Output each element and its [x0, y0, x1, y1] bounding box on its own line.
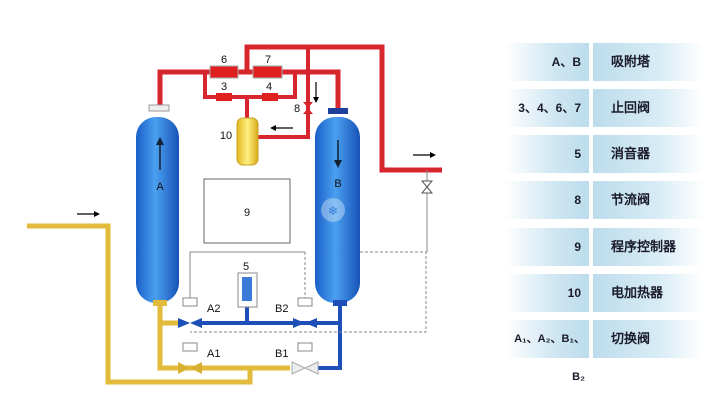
- svg-text:7: 7: [265, 54, 271, 66]
- switch-valve-a1: A1: [178, 342, 220, 374]
- svg-text:8: 8: [294, 103, 300, 115]
- switch-valve-b1: B1: [275, 342, 319, 375]
- svg-text:10: 10: [220, 130, 232, 142]
- tower-a-label: A: [156, 181, 164, 193]
- inlet-pipe: [27, 223, 290, 385]
- inlet-arrow-icon: [77, 211, 100, 217]
- svg-text:3: 3: [221, 81, 227, 93]
- check-valve-7: 7: [252, 54, 283, 79]
- watermark-logo: ❄: [321, 198, 345, 222]
- outlet-arrow-icon: [413, 152, 436, 158]
- svg-text:A2: A2: [207, 303, 220, 315]
- throttle-valve-8: 8: [294, 82, 319, 115]
- svg-text:B1: B1: [275, 348, 288, 360]
- drain-valve: [420, 180, 434, 194]
- svg-text:A1: A1: [207, 348, 220, 360]
- svg-text:9: 9: [244, 207, 250, 219]
- tower-b: ❄ B: [315, 108, 360, 306]
- outlet-pipe: [157, 44, 442, 173]
- tower-b-label: B: [334, 178, 341, 190]
- electric-heater: 10: [220, 117, 293, 166]
- check-valve-4: 4: [262, 81, 278, 101]
- switch-valve-a2: A2: [178, 297, 220, 328]
- check-valve-6: 6: [209, 54, 239, 79]
- svg-text:❄: ❄: [328, 204, 338, 218]
- check-valve-3: 3: [216, 81, 232, 101]
- switch-valve-b2: B2: [275, 297, 317, 328]
- svg-text:4: 4: [266, 81, 272, 93]
- svg-text:B2: B2: [275, 303, 288, 315]
- svg-text:5: 5: [243, 261, 249, 273]
- svg-text:6: 6: [221, 54, 227, 66]
- tower-a: A: [136, 104, 179, 306]
- silencer: 5: [237, 261, 258, 308]
- program-controller: 9: [203, 178, 291, 244]
